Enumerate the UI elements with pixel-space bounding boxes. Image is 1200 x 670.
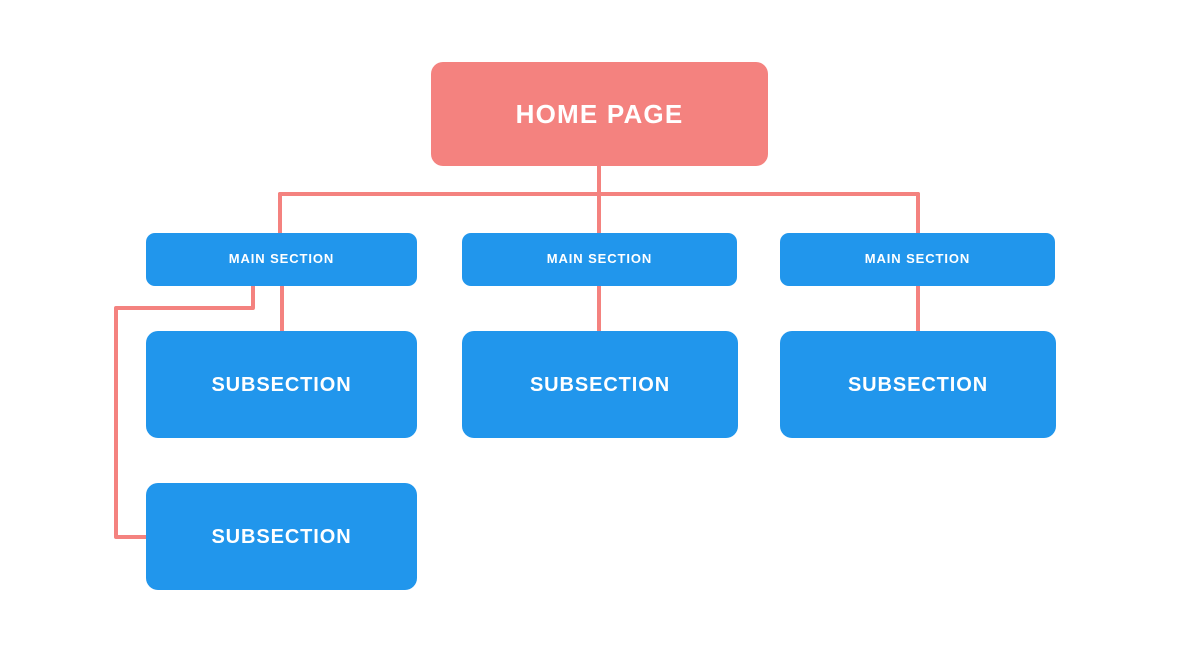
node-subsection-3-label: SUBSECTION [847,373,989,396]
node-main-section-1[interactable]: MAIN SECTION [146,233,417,286]
node-home-page-label: HOME PAGE [515,98,684,129]
node-subsection-4-label: SUBSECTION [211,525,352,548]
node-main-section-2[interactable]: MAIN SECTION [462,233,737,286]
node-subsection-3[interactable]: SUBSECTION [780,331,1056,438]
node-main-section-3[interactable]: MAIN SECTION [780,233,1055,286]
node-main-section-3-label: MAIN SECTION [864,251,971,267]
node-main-section-1-label: MAIN SECTION [228,251,335,267]
node-subsection-1[interactable]: SUBSECTION [146,331,417,438]
node-home-page[interactable]: HOME PAGE [431,62,768,166]
node-subsection-2-label: SUBSECTION [529,373,671,396]
node-subsection-4[interactable]: SUBSECTION [146,483,417,590]
node-subsection-1-label: SUBSECTION [211,373,352,396]
node-main-section-2-label: MAIN SECTION [546,251,653,267]
node-subsection-2[interactable]: SUBSECTION [462,331,738,438]
